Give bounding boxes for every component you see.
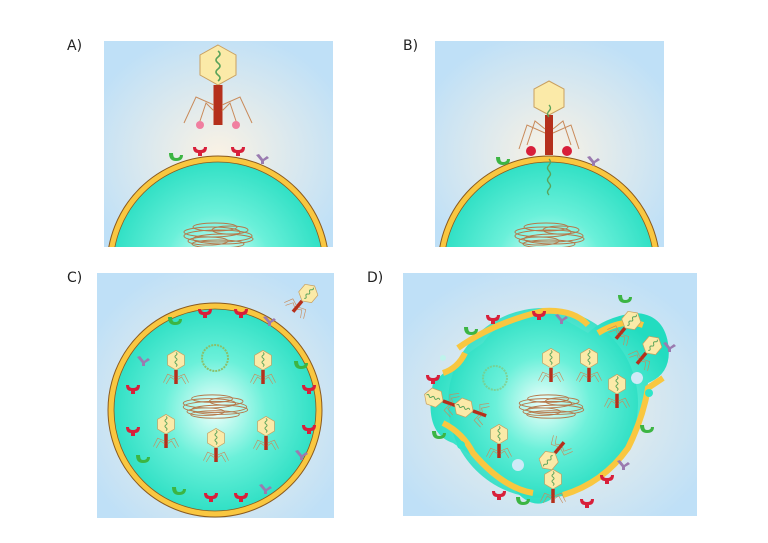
panel-d-label: D) bbox=[367, 270, 384, 286]
panel-d bbox=[403, 273, 697, 516]
panel-c-label: C) bbox=[67, 270, 83, 286]
panel-a-label: A) bbox=[67, 38, 83, 54]
panel-c bbox=[97, 273, 334, 518]
panel-b bbox=[435, 41, 664, 247]
panel-a bbox=[104, 41, 333, 247]
panel-b-label: B) bbox=[403, 38, 419, 54]
